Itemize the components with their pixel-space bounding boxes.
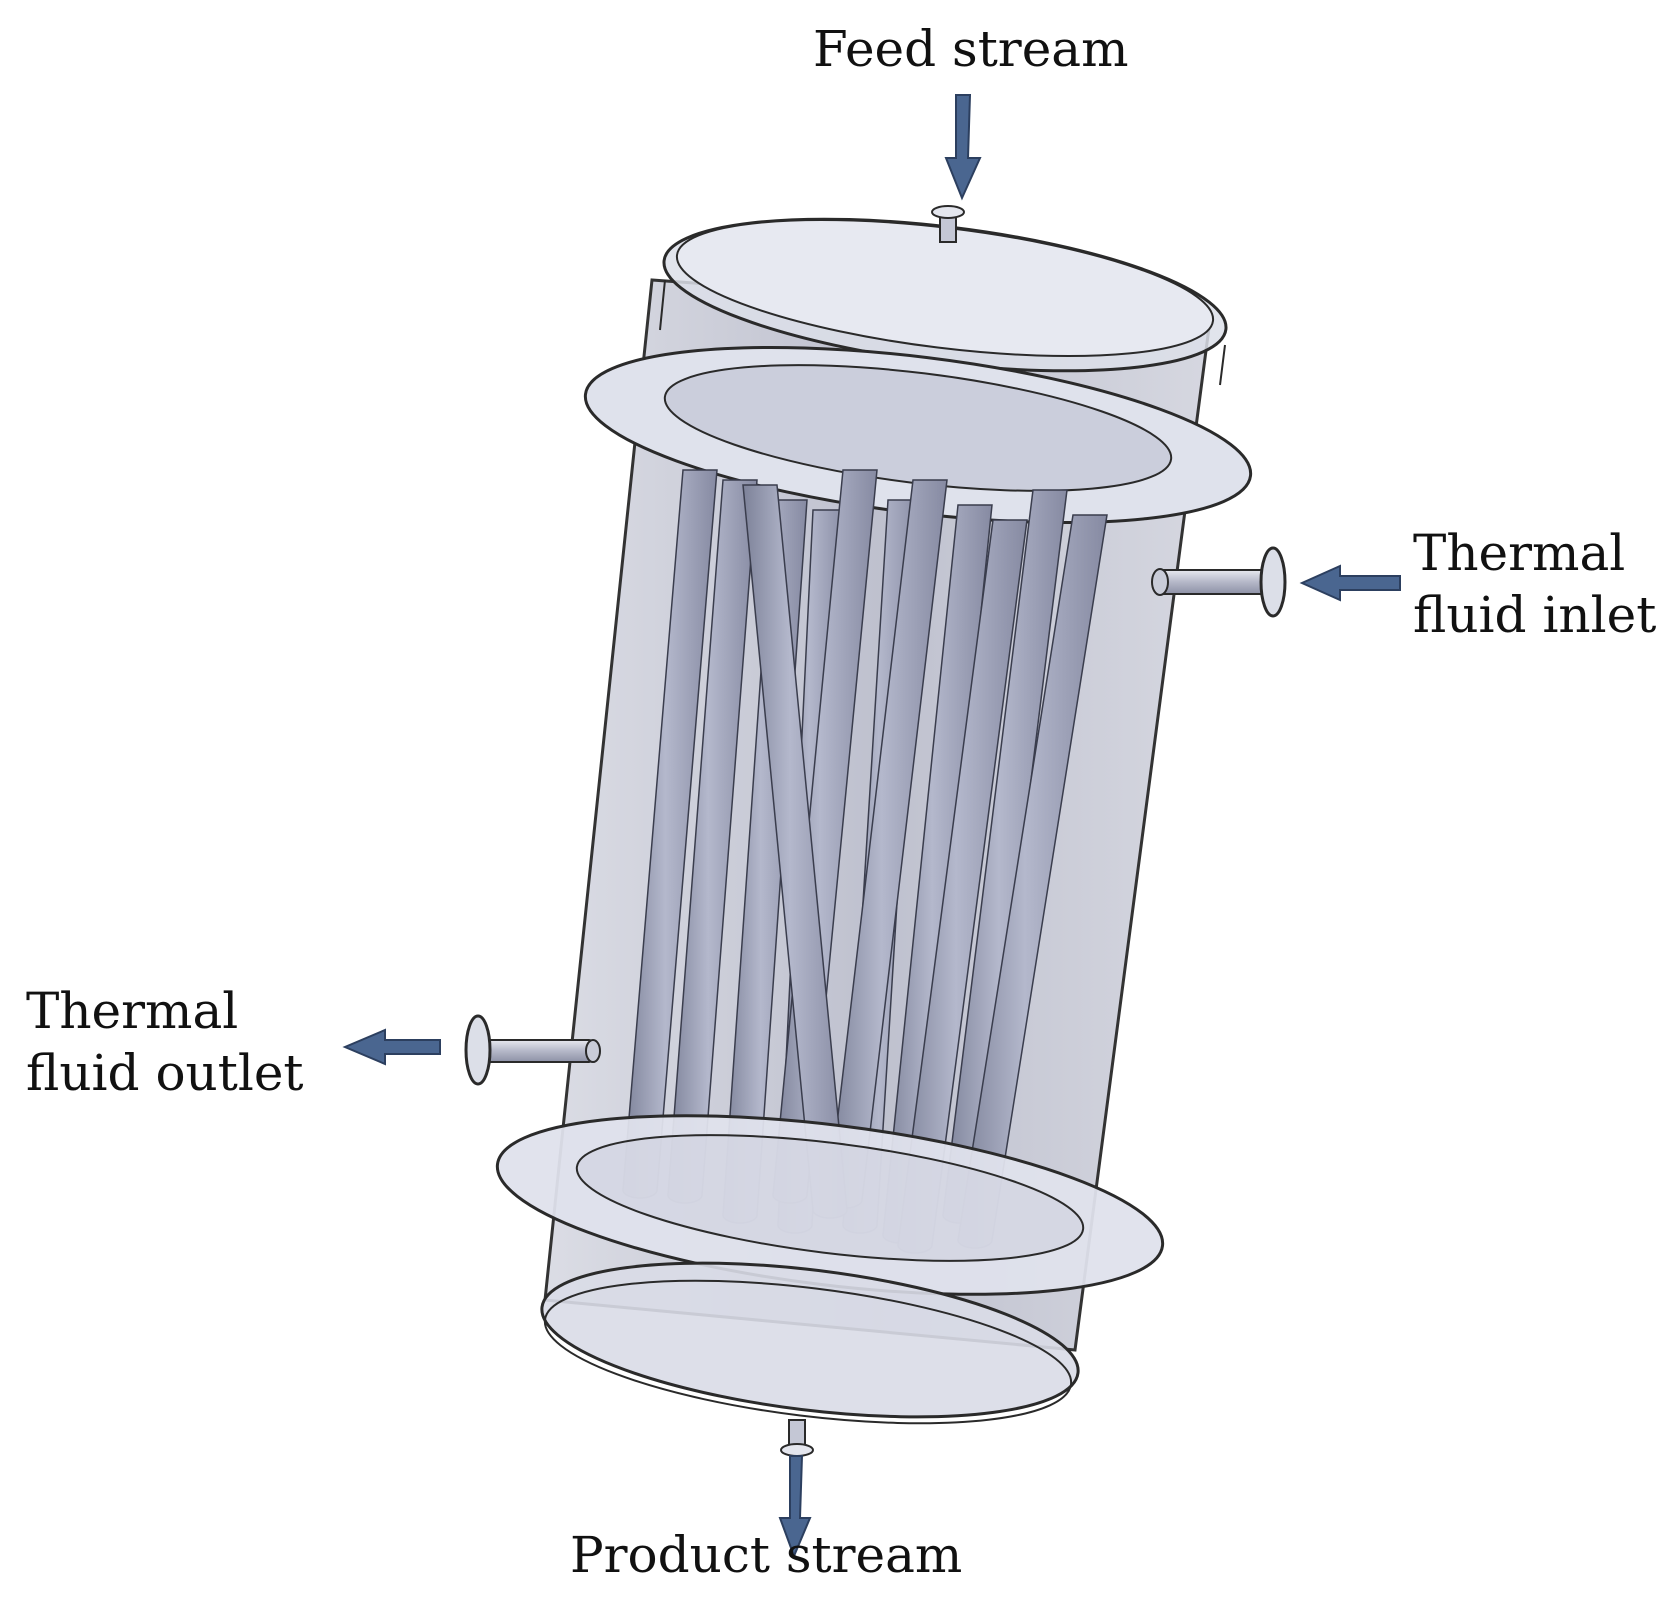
bottom-head: [540, 1261, 1080, 1425]
outlet-line-2: fluid outlet: [26, 1044, 304, 1102]
feed-arrow: [944, 94, 982, 201]
product-stream-text: Product stream: [570, 1526, 963, 1584]
inlet-line-2: fluid inlet: [1413, 586, 1657, 644]
feed-stream-label: Feed stream: [813, 18, 1129, 80]
outlet-line-1: Thermal: [26, 982, 239, 1040]
feed-nozzle: [931, 205, 965, 243]
thermal-fluid-inlet-label: Thermal fluid inlet: [1413, 522, 1656, 646]
outlet-pipe: [464, 1014, 601, 1086]
product-stream-label: Product stream: [570, 1524, 962, 1586]
inlet-line-1: Thermal: [1413, 524, 1626, 582]
feed-stream-text: Feed stream: [813, 20, 1129, 78]
inlet-arrow: [1299, 564, 1401, 602]
inlet-pipe: [1151, 546, 1287, 618]
product-nozzle: [780, 1419, 814, 1457]
product-arrow: [778, 1455, 812, 1559]
bottom-flange: [495, 1114, 1165, 1296]
outlet-arrow: [342, 1028, 441, 1066]
thermal-fluid-outlet-label: Thermal fluid outlet: [26, 980, 304, 1104]
tube-bundle: [622, 469, 1108, 1254]
